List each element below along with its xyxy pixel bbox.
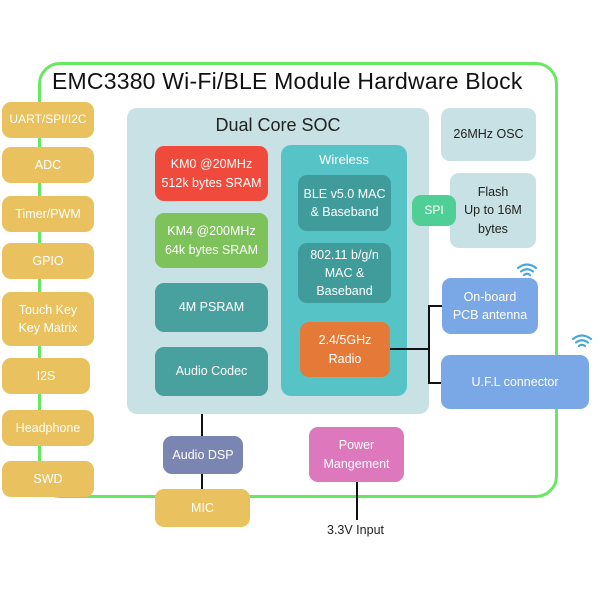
soc-title: Dual Core SOC [215, 115, 341, 135]
radio: 2.4/5GHz Radio [300, 322, 390, 377]
flash-memory: Flash Up to 16M bytes [450, 173, 536, 248]
peripheral-swd: SWD [2, 461, 94, 497]
wifi-signal-icon [516, 263, 538, 277]
peripheral-uart-spi-i2c: UART/SPI/I2C [2, 102, 94, 138]
peripheral-adc: ADC [2, 147, 94, 183]
peripheral-timer-pwm: Timer/PWM [2, 196, 94, 232]
power-input-label: 3.3V Input [327, 523, 384, 537]
peripheral-gpio: GPIO [2, 243, 94, 279]
dsp-mic-line [201, 474, 203, 490]
audio-codec: Audio Codec [155, 347, 268, 396]
codec-dsp-line [201, 414, 203, 438]
radio-connection-line [390, 348, 428, 350]
mic: MIC [155, 489, 250, 527]
ufl-connector-line [428, 382, 442, 384]
ble-mac-baseband: BLE v5.0 MAC & Baseband [298, 175, 391, 231]
oscillator: 26MHz OSC [441, 108, 536, 161]
psram: 4M PSRAM [155, 283, 268, 332]
peripheral-headphone: Headphone [2, 410, 94, 446]
audio-dsp: Audio DSP [163, 436, 243, 474]
diagram-title: EMC3380 Wi-Fi/BLE Module Hardware Block [52, 68, 523, 94]
peripheral-i2s: I2S [2, 358, 90, 394]
km0-core: KM0 @20MHz 512k bytes SRAM [155, 146, 268, 201]
ufl-connector: U.F.L connector [441, 355, 589, 409]
wireless-title: Wireless [319, 152, 369, 167]
spi-interface: SPI [412, 195, 456, 226]
km4-core: KM4 @200MHz 64k bytes SRAM [155, 213, 268, 268]
wifi-signal-icon [571, 334, 593, 348]
pcb-antenna: On-board PCB antenna [442, 278, 538, 334]
pcb-antenna-line [428, 305, 442, 307]
antenna-branch-line [428, 305, 430, 383]
peripheral-touch-key: Touch Key Key Matrix [2, 292, 94, 346]
wifi-mac-baseband: 802.11 b/g/n MAC & Baseband [298, 243, 391, 303]
power-management: Power Mangement [309, 427, 404, 482]
power-input-line [356, 482, 358, 520]
